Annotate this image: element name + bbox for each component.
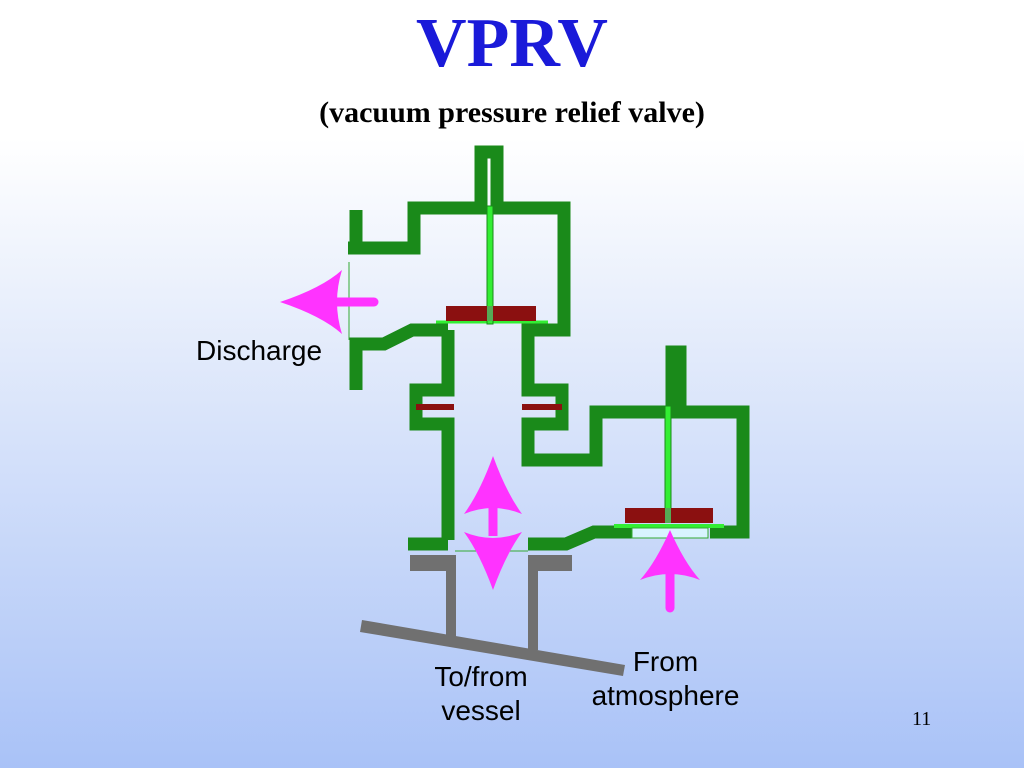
label-atmosphere: From atmosphere — [578, 645, 753, 713]
valve-body — [348, 145, 750, 551]
flow-arrows — [280, 270, 700, 613]
slide-title: VPRV — [416, 5, 608, 82]
base-plate — [360, 620, 625, 676]
pressure-stem — [486, 205, 494, 325]
vessel-arrow — [464, 456, 522, 590]
vacuum-pallet-assembly — [625, 405, 713, 523]
mounting-pipe — [360, 555, 625, 676]
vacuum-stem — [664, 405, 672, 523]
left-flange — [410, 555, 456, 571]
pressure-stem-tip — [487, 306, 493, 321]
inlet-right-wall — [528, 525, 632, 551]
inner-riser — [409, 330, 455, 540]
label-vessel: To/from vessel — [416, 660, 546, 728]
label-vessel-line2: vessel — [441, 695, 521, 726]
right-flange — [528, 555, 572, 571]
right-pipe-wall — [528, 570, 538, 650]
label-discharge: Discharge — [196, 335, 323, 366]
atmosphere-arrow — [640, 530, 700, 613]
left-gasket — [416, 404, 454, 410]
vacuum-stem-tip — [665, 508, 671, 523]
vacuum-seat — [614, 524, 724, 528]
flange-gaskets — [416, 404, 562, 410]
slide-subtitle: (vacuum pressure relief valve) — [319, 96, 705, 129]
label-atmosphere-line1: From — [632, 646, 699, 677]
discharge-lower-wall — [349, 323, 448, 390]
left-pipe-wall — [446, 570, 456, 642]
label-vessel-line1: To/from — [434, 661, 528, 692]
pressure-bonnet — [348, 145, 750, 539]
slide-number: 11 — [912, 708, 932, 730]
right-gasket — [522, 404, 562, 410]
discharge-arrow — [280, 270, 379, 334]
label-atmosphere-line2: atmosphere — [591, 680, 740, 711]
pressure-pallet-assembly — [446, 205, 536, 325]
